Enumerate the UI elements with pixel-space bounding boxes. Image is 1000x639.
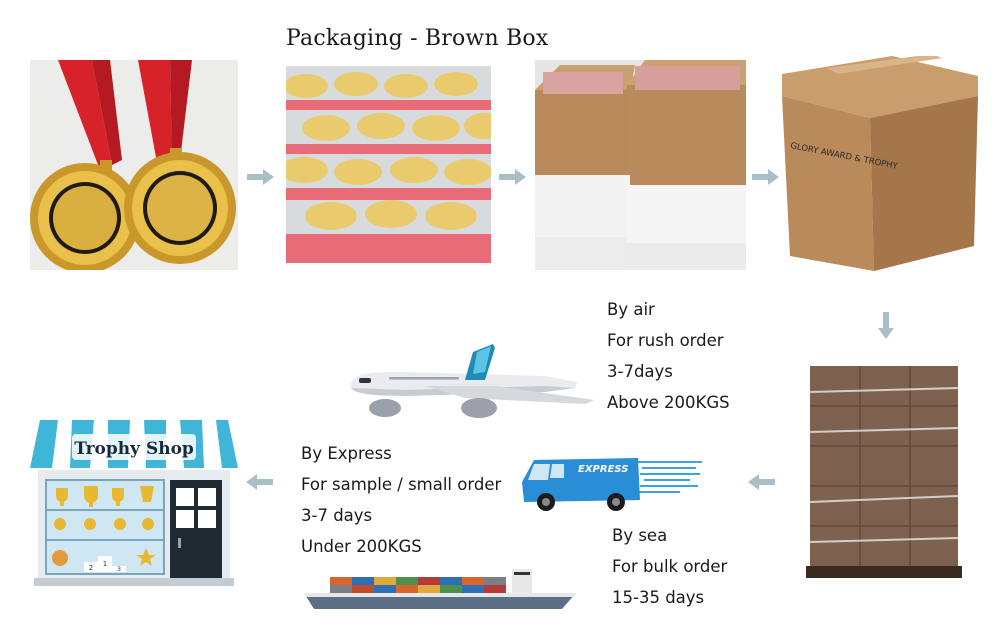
- cargo-ship-icon: [300, 565, 580, 613]
- air-line: By air: [607, 300, 655, 319]
- arrow-right-icon: [752, 167, 780, 187]
- page-title: Packaging - Brown Box: [286, 26, 549, 51]
- air-line: Above 200KGS: [607, 393, 730, 412]
- arrow-right-icon: [247, 167, 275, 187]
- podium-third-text: 3: [117, 566, 121, 573]
- van-label-text: EXPRESS: [578, 464, 628, 475]
- bagged-medals-image: [286, 66, 491, 263]
- bagged-medals-photo: [286, 66, 491, 263]
- sea-line: For bulk order: [612, 557, 728, 576]
- air-line: 3-7days: [607, 362, 673, 381]
- arrow-down-icon: [876, 312, 896, 340]
- open-boxes-image: [535, 60, 746, 270]
- sea-line: 15-35 days: [612, 588, 705, 607]
- podium-second-text: 2: [89, 564, 93, 572]
- sea-shipping-info: By sea For bulk order 15-35 days: [612, 520, 727, 613]
- air-line: For rush order: [607, 331, 724, 350]
- brown-box-image: GLORY AWARD & TROPHY: [782, 56, 978, 271]
- express-shipping-info: By Express For sample / small order 3-7 …: [301, 438, 501, 562]
- express-van-icon: EXPRESS: [520, 452, 705, 514]
- sea-line: By sea: [612, 526, 668, 545]
- closed-box-photo: GLORY AWARD & TROPHY: [782, 56, 978, 271]
- medals-photo: [30, 60, 238, 270]
- express-line: For sample / small order: [301, 475, 502, 494]
- open-boxes-photo: [535, 60, 746, 270]
- podium-first-text: 1: [103, 560, 107, 568]
- shop-sign-text: Trophy Shop: [74, 439, 194, 459]
- wrapped-pallet-image: [806, 366, 962, 578]
- express-line: By Express: [301, 444, 392, 463]
- arrow-left-icon: [747, 472, 775, 492]
- air-shipping-info: By air For rush order 3-7days Above 200K…: [607, 294, 730, 418]
- express-line: Under 200KGS: [301, 537, 422, 556]
- airplane-icon: [345, 342, 595, 422]
- express-line: 3-7 days: [301, 506, 373, 525]
- trophy-shop-icon: Trophy Shop 2 1 3: [28, 420, 240, 588]
- arrow-left-icon: [245, 472, 273, 492]
- arrow-right-icon: [499, 167, 527, 187]
- pallet-photo: [806, 362, 962, 580]
- gold-medals-image: [30, 60, 238, 270]
